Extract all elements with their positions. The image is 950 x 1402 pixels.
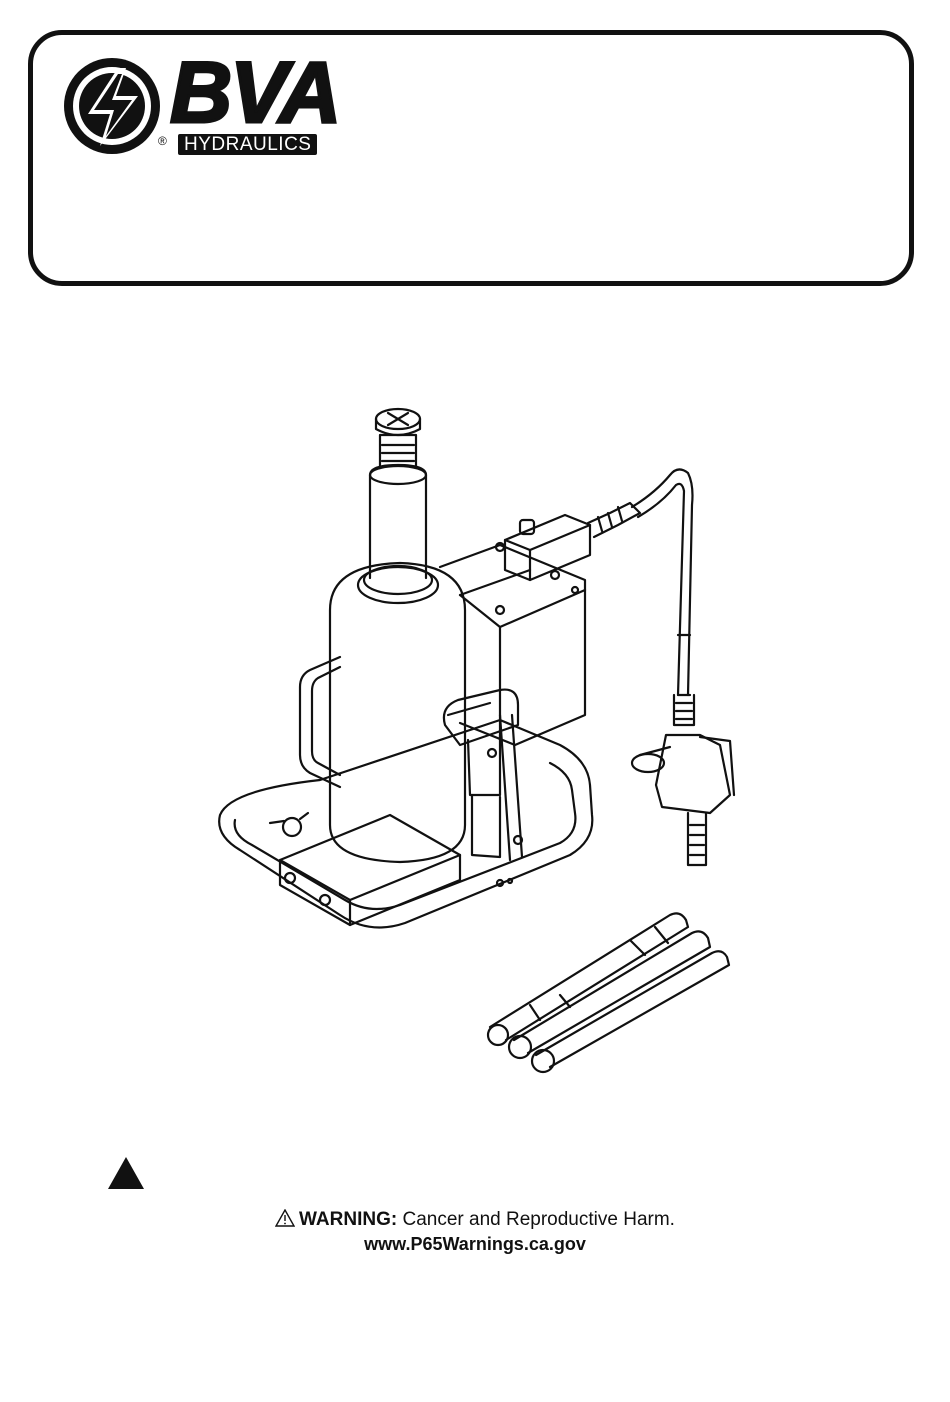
release-knob xyxy=(283,818,301,836)
air-fitting xyxy=(588,503,640,537)
bottle-jack-illustration xyxy=(200,395,760,1085)
extension-rods xyxy=(488,913,729,1072)
warning-line: WARNING: Cancer and Reproductive Harm. xyxy=(0,1208,950,1232)
warning-url[interactable]: www.P65Warnings.ca.gov xyxy=(0,1232,950,1256)
air-valve-block xyxy=(505,515,590,580)
brand-subtitle: HYDRAULICS xyxy=(178,134,317,155)
registered-mark: ® xyxy=(158,134,167,148)
brand-logo: BVA ® HYDRAULICS xyxy=(60,52,370,162)
lightning-bolt-circle-icon xyxy=(60,54,164,158)
brand-name: BVA xyxy=(170,50,339,136)
pump-handle-socket xyxy=(444,690,518,745)
warning-text: Cancer and Reproductive Harm. xyxy=(402,1209,674,1230)
prop65-warning: WARNING: Cancer and Reproductive Harm. w… xyxy=(0,1208,950,1256)
caution-triangle-icon xyxy=(107,1156,145,1190)
warning-triangle-icon xyxy=(275,1209,295,1227)
warning-label: WARNING: xyxy=(299,1209,397,1230)
